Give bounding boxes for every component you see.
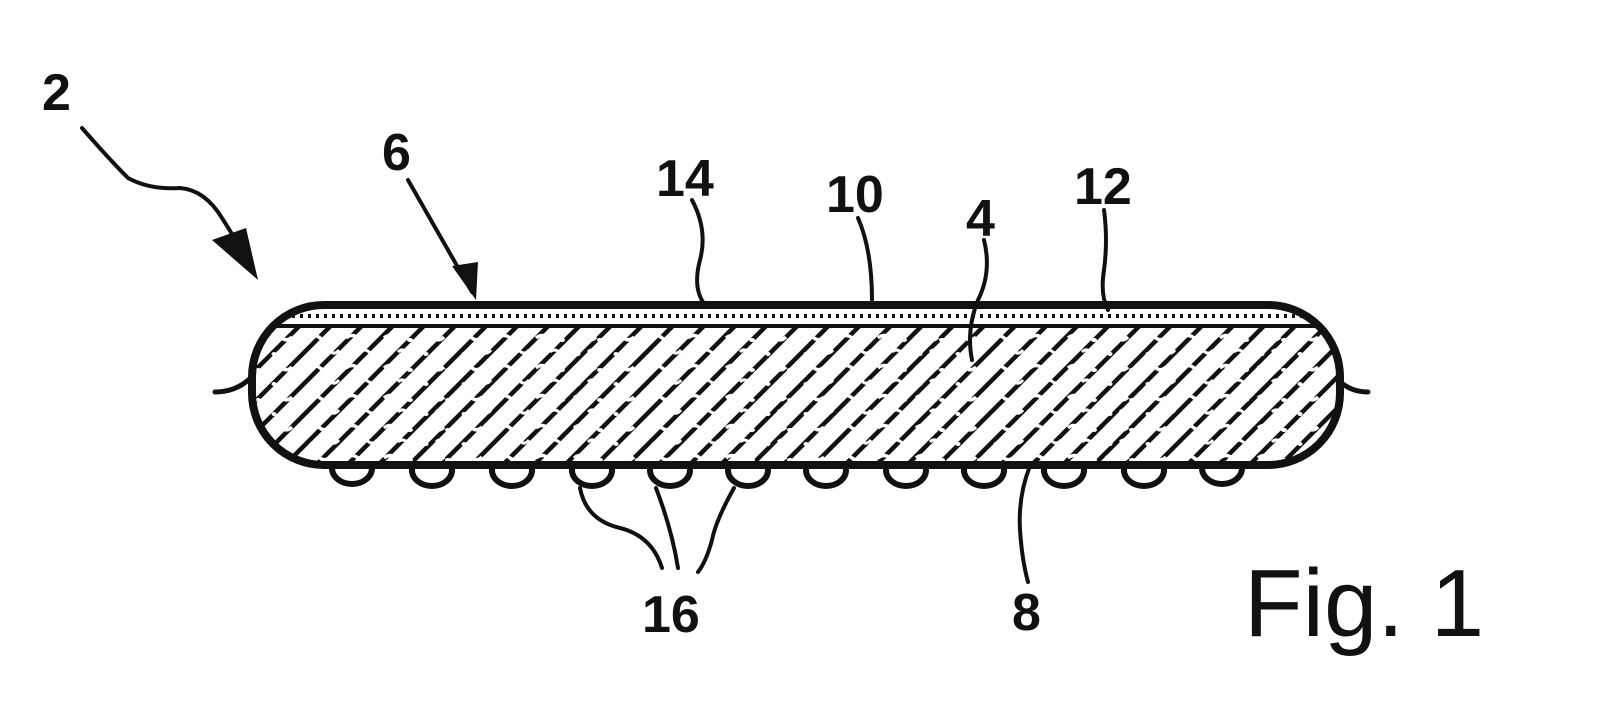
leader-4 bbox=[968, 238, 989, 362]
arrowhead-6 bbox=[452, 262, 478, 300]
leader-10 bbox=[856, 216, 874, 302]
label-14: 14 bbox=[656, 150, 714, 208]
leader-14 bbox=[690, 198, 708, 308]
leader-12 bbox=[1100, 208, 1110, 312]
label-4: 4 bbox=[966, 190, 995, 248]
label-2: 2 bbox=[42, 64, 71, 122]
leader-16a bbox=[578, 486, 664, 570]
label-6: 6 bbox=[382, 124, 411, 182]
arrowhead-2 bbox=[212, 228, 258, 280]
leader-8 bbox=[1017, 464, 1032, 584]
leader-16b bbox=[654, 486, 680, 570]
figure-caption: Fig. 1 bbox=[1244, 550, 1484, 657]
label-12: 12 bbox=[1074, 158, 1132, 216]
label-8: 8 bbox=[1012, 584, 1041, 642]
absorbent-core bbox=[252, 305, 1340, 465]
label-10: 10 bbox=[826, 166, 884, 224]
leader-2 bbox=[80, 126, 254, 270]
envelope-outline bbox=[248, 301, 1344, 469]
leader-16c bbox=[696, 486, 736, 574]
label-16: 16 bbox=[642, 586, 700, 644]
